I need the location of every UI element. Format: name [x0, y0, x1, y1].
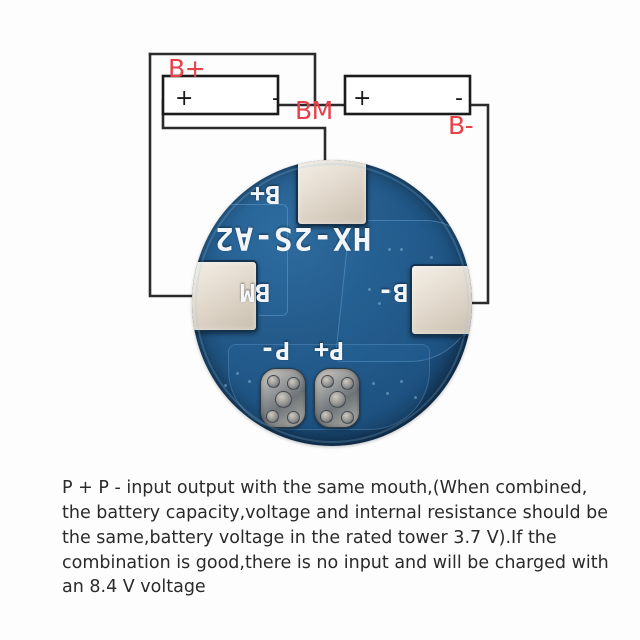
terminal-p-minus — [260, 368, 306, 428]
label-bm: BM — [295, 96, 333, 125]
plated-hole — [341, 377, 354, 390]
battery-wiring-diagram — [148, 52, 490, 305]
plated-hole — [266, 410, 279, 423]
via — [368, 288, 371, 291]
plated-hole — [329, 391, 346, 408]
label-b-plus: B+ — [168, 54, 206, 83]
pcb-circular-body: HX-2S-A2 B+ BM B- P- P+ — [192, 160, 472, 446]
plated-hole — [287, 411, 300, 424]
via — [248, 226, 251, 229]
silkscreen-p-minus: P- — [260, 336, 291, 365]
battery-cell-1 — [161, 74, 280, 116]
via — [388, 248, 391, 251]
label-b-minus: B- — [448, 111, 474, 140]
battery-cell-2 — [343, 74, 472, 116]
via — [430, 256, 433, 259]
plated-hole — [321, 375, 334, 388]
bms-board-photo: HX-2S-A2 B+ BM B- P- P+ — [192, 160, 472, 446]
via — [388, 290, 391, 293]
plated-hole — [341, 411, 354, 424]
silkscreen-p-plus: P+ — [314, 336, 345, 365]
plated-hole — [275, 391, 292, 408]
via — [386, 392, 389, 395]
via — [372, 382, 375, 385]
caption-text: P + P - input output with the same mouth… — [62, 478, 609, 598]
cell-2-minus-sign: - — [455, 86, 463, 111]
cell-1-minus-sign: - — [272, 86, 280, 111]
via — [378, 302, 381, 305]
silkscreen-b-plus: B+ — [250, 180, 281, 209]
silkscreen-bm: BM — [240, 278, 271, 307]
wire-bplus-to-bm-junction — [148, 52, 317, 107]
pad-b-minus — [410, 264, 472, 336]
via — [400, 380, 403, 383]
cell-1-plus-sign: + — [175, 86, 194, 111]
plated-hole — [287, 377, 300, 390]
plated-hole — [267, 375, 280, 388]
via — [236, 372, 239, 375]
via — [414, 396, 417, 399]
via — [248, 380, 251, 383]
cell-2-plus-sign: + — [353, 86, 372, 111]
silkscreen-model: HX-2S-A2 — [214, 220, 372, 256]
via — [400, 248, 403, 251]
plated-hole — [320, 410, 333, 423]
silkscreen-b-minus: B- — [378, 278, 409, 307]
pad-bm — [192, 260, 258, 332]
via — [224, 384, 227, 387]
pad-b-plus — [296, 160, 368, 226]
terminal-p-plus — [314, 368, 360, 428]
